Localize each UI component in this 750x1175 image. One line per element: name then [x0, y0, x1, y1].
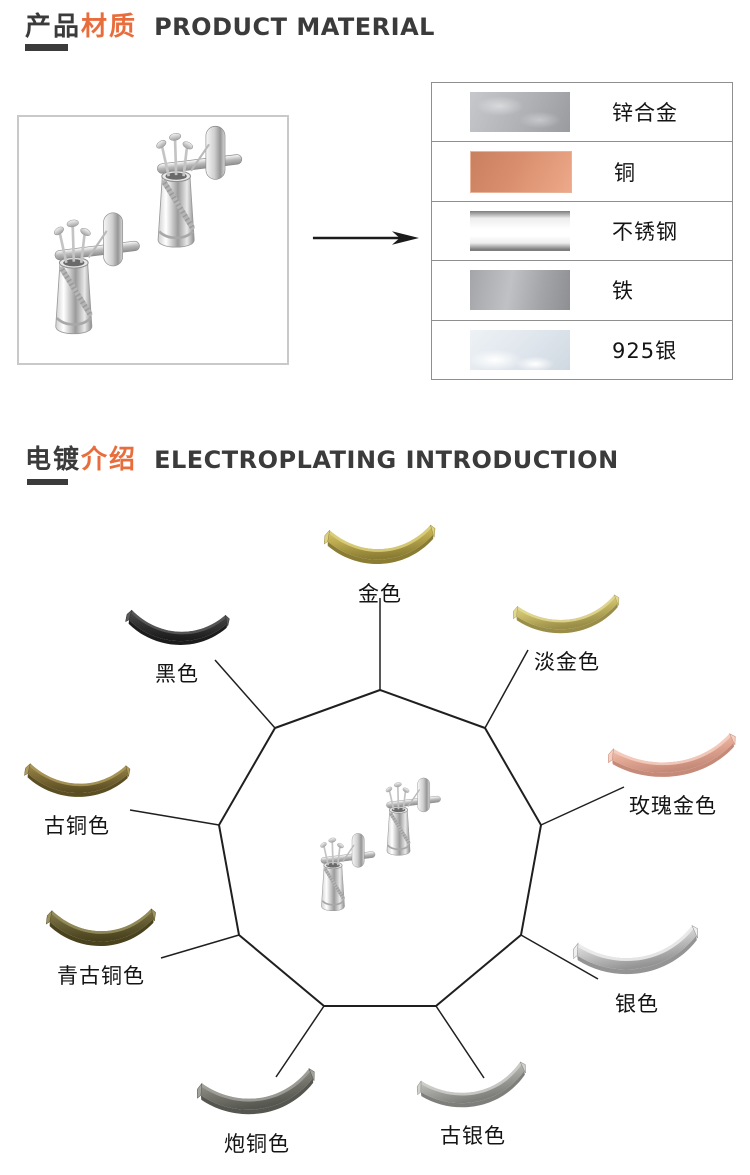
swatch-925-silver: [470, 329, 570, 370]
plating-label: 炮铜色: [224, 1132, 290, 1156]
plating-swatch: [196, 1068, 315, 1115]
plating-swatch: [324, 524, 436, 565]
swatch-stainless-steel: [470, 211, 570, 252]
plating-label: 金色: [358, 582, 402, 606]
plating-diagram: [129, 598, 625, 1079]
title-en: ELECTROPLATING INTRODUCTION: [154, 446, 619, 474]
plating-swatch: [607, 733, 736, 777]
material-label: 铁: [612, 279, 634, 304]
title-zh-accent: 介绍: [81, 445, 138, 475]
plating-option-antique-silver: 古银色: [398, 1061, 548, 1150]
table-row: 铜: [432, 142, 732, 202]
material-section-title: 产品材质 PRODUCT MATERIAL: [25, 12, 435, 43]
product-photo: [17, 115, 289, 365]
plating-option-light-gold: 淡金色: [492, 592, 642, 676]
arrow-right-icon: [311, 228, 419, 248]
plating-swatch: [125, 609, 230, 645]
title-underline: [25, 44, 68, 51]
plating-option-gold: 金色: [305, 518, 455, 608]
nonagon-outline: [217, 688, 543, 1007]
plating-label: 淡金色: [534, 650, 600, 674]
table-row: 不锈钢: [432, 202, 732, 262]
swatch-copper: [470, 150, 572, 193]
plating-option-green-bronze: 青古铜色: [26, 900, 176, 990]
table-row: 铁: [432, 261, 732, 321]
plating-label: 银色: [615, 992, 659, 1016]
material-label: 锌合金: [612, 101, 678, 126]
plating-option-gunmetal: 炮铜色: [182, 1066, 332, 1158]
material-label: 铜: [614, 160, 636, 185]
plating-section-title: 电镀介绍 ELECTROPLATING INTRODUCTION: [25, 445, 619, 476]
title-underline: [27, 479, 68, 485]
plating-label: 古银色: [440, 1124, 506, 1148]
plating-swatch: [512, 594, 620, 634]
plating-swatch: [572, 925, 698, 975]
connector-lines: [129, 598, 625, 1079]
table-row: 锌合金: [432, 83, 732, 143]
title-zh: 电镀: [25, 445, 82, 475]
table-row: 925银: [432, 321, 732, 379]
swatch-zinc-alloy: [470, 92, 570, 133]
material-label: 925银: [612, 338, 678, 363]
plating-option-black: 黑色: [102, 604, 252, 688]
golf-bag-cufflinks-icon: [19, 117, 287, 363]
material-label: 不锈钢: [612, 220, 678, 245]
swatch-iron: [470, 270, 570, 311]
plating-option-silver: 银色: [562, 924, 712, 1018]
plating-label: 青古铜色: [57, 964, 145, 988]
plating-label: 古铜色: [44, 814, 110, 838]
plating-swatch: [45, 908, 156, 946]
plating-swatch: [416, 1061, 526, 1108]
material-table: 锌合金 铜 不锈钢 铁 925银: [431, 82, 733, 380]
plating-swatch: [23, 762, 131, 797]
title-zh: 产品: [25, 12, 82, 42]
title-en: PRODUCT MATERIAL: [154, 13, 435, 41]
plating-option-antique-bronze: 古铜色: [2, 756, 152, 840]
diagram-center-product: [319, 778, 440, 911]
plating-label: 黑色: [155, 662, 199, 686]
plating-option-rose-gold: 玫瑰金色: [598, 732, 748, 820]
plating-label: 玫瑰金色: [629, 794, 717, 818]
title-zh-accent: 材质: [81, 12, 138, 42]
